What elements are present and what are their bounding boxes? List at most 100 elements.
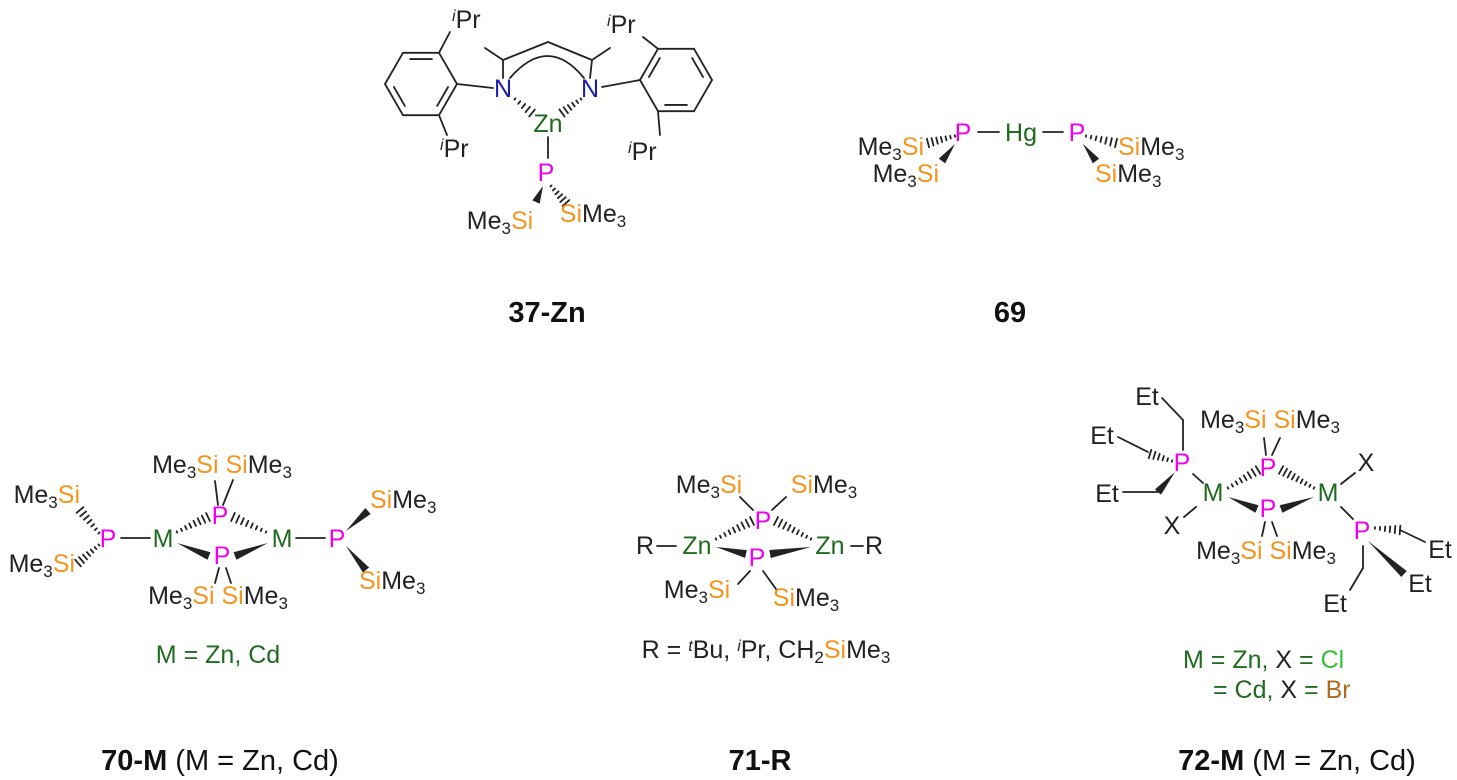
- metal-atom: M: [1203, 479, 1224, 507]
- single-bond: [762, 570, 777, 590]
- trimethylsilyl-pair-label: Me3Si SiMe3: [148, 582, 288, 613]
- isopropyl-label: iPr: [607, 11, 636, 39]
- wedge-bond: [346, 508, 371, 531]
- phosphorus-atom: P: [749, 544, 766, 572]
- phosphorus-atom: P: [1260, 495, 1277, 523]
- wedge-bond: [716, 547, 747, 558]
- single-bond: [484, 47, 504, 61]
- single-bond: [1271, 521, 1278, 537]
- isopropyl-label: iPr: [452, 6, 481, 34]
- compound-label: 69: [994, 297, 1026, 329]
- r-group-label: R: [636, 532, 654, 560]
- compound-label: 71-R: [729, 745, 792, 777]
- single-bond: [648, 57, 661, 78]
- nitrogen-atom: N: [494, 75, 512, 103]
- wedge-bond: [1368, 541, 1407, 577]
- bonds-layer: [74, 31, 1426, 591]
- single-bond: [639, 79, 659, 113]
- hashed-bond: [925, 134, 957, 149]
- trimethylsilyl-label: SiMe3: [1095, 160, 1161, 191]
- single-bond: [222, 479, 234, 506]
- hashed-bond: [1084, 134, 1118, 149]
- phosphorus-atom: P: [1174, 449, 1191, 477]
- metal-atom: M: [272, 525, 293, 553]
- phosphorus-atom: P: [1260, 454, 1277, 482]
- trimethylsilyl-pair-label: Me3Si SiMe3: [152, 451, 292, 482]
- single-bond: [1117, 436, 1149, 453]
- hashed-bond: [549, 184, 571, 207]
- single-bond: [1183, 506, 1197, 518]
- metal-atom: M: [153, 525, 174, 553]
- trimethylsilyl-label: SiMe3: [1118, 133, 1184, 164]
- single-bond: [1261, 521, 1266, 537]
- wedge-bond: [233, 543, 268, 560]
- phosphorus-atom: P: [100, 525, 117, 553]
- nitrogen-atom: N: [581, 75, 599, 103]
- single-bond: [691, 57, 704, 78]
- hashed-bond: [74, 543, 101, 568]
- trimethylsilyl-label: SiMe3: [791, 471, 857, 502]
- trimethylsilyl-label: Me3Si: [858, 133, 924, 164]
- delocalized-bond-arc: [509, 55, 585, 79]
- zinc-atom: Zn: [682, 532, 711, 560]
- hashed-bond: [1226, 465, 1262, 490]
- phosphorus-atom: P: [214, 542, 231, 570]
- single-bond: [1161, 397, 1184, 421]
- ethyl-label: Et: [1428, 536, 1452, 564]
- single-bond: [1349, 567, 1364, 591]
- phosphorus-atom: P: [212, 502, 229, 530]
- phosphorus-atom: P: [755, 507, 772, 535]
- ethyl-label: Et: [1323, 590, 1347, 618]
- ethyl-label: Et: [1095, 480, 1119, 508]
- halide-label: X: [1164, 512, 1181, 540]
- wedge-bond: [769, 547, 811, 558]
- wedge-bond: [938, 144, 955, 164]
- hashed-bond: [1147, 448, 1174, 463]
- single-bond: [547, 41, 593, 61]
- hashed-bond: [1374, 524, 1402, 536]
- ethyl-label: Et: [1135, 383, 1159, 411]
- metal-legend: M = Zn, Cd: [156, 641, 280, 669]
- compound-label: 70-M (M = Zn, Cd): [101, 745, 339, 777]
- hashed-bond: [175, 512, 211, 534]
- single-bond: [1192, 473, 1204, 484]
- trimethylsilyl-pair-label: Me3Si SiMe3: [1200, 406, 1340, 437]
- metal-atom: M: [1318, 479, 1339, 507]
- single-bond: [384, 51, 404, 85]
- single-bond: [438, 51, 458, 85]
- single-bond: [1263, 437, 1267, 456]
- single-bond: [502, 41, 549, 61]
- wedge-bond: [1154, 472, 1175, 495]
- hashed-bond: [513, 97, 536, 118]
- phosphorus-atom: P: [955, 119, 972, 147]
- wedge-bond: [1279, 497, 1314, 513]
- single-bond: [1271, 437, 1281, 456]
- single-bond: [601, 79, 641, 88]
- single-bond: [384, 83, 404, 117]
- single-bond: [1340, 472, 1356, 485]
- trimethylsilyl-label: SiMe3: [359, 567, 425, 598]
- single-bond: [591, 47, 611, 61]
- hashed-bond: [75, 506, 101, 535]
- single-bond: [1399, 529, 1426, 543]
- single-bond: [438, 83, 458, 117]
- wedge-bond: [1228, 497, 1259, 513]
- single-bond: [639, 47, 659, 81]
- wedge-bond: [346, 546, 370, 573]
- wedge-bond: [532, 186, 543, 204]
- single-bond: [589, 59, 593, 79]
- zinc-atom: Zn: [533, 110, 562, 138]
- compound-label: 37-Zn: [508, 297, 585, 329]
- hashed-bond: [773, 516, 813, 541]
- single-bond: [436, 86, 449, 107]
- compound-69: Me3Si Me3Si P Hg P SiMe3 SiMe3 69: [858, 119, 1185, 329]
- ethyl-label: Et: [1408, 570, 1432, 598]
- phosphorus-atom: P: [329, 525, 346, 553]
- compound-label: 72-M (M = Zn, Cd): [1178, 745, 1416, 777]
- hashed-bond: [230, 512, 268, 534]
- halide-label: X: [1358, 449, 1375, 477]
- compound-37-zn: iPr iPr iPr iPr N N Zn P Me3Si SiMe3 37-…: [440, 6, 657, 329]
- single-bond: [771, 496, 787, 511]
- single-bond: [693, 47, 713, 81]
